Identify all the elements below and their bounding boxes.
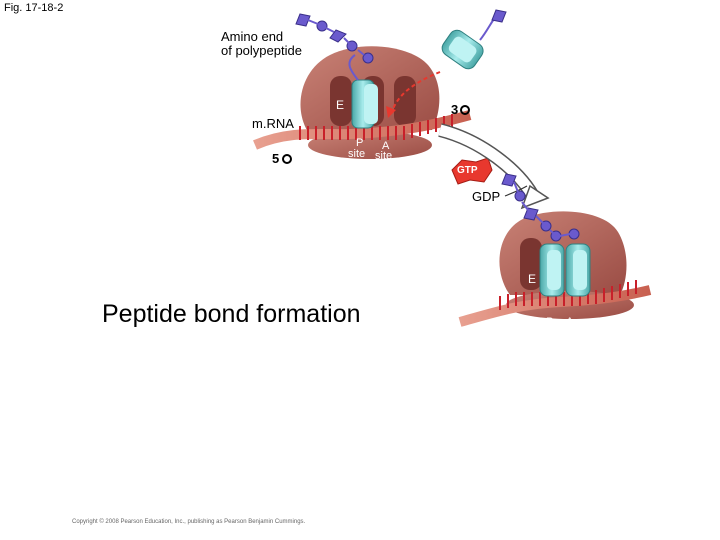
mrna-strand-bottom xyxy=(458,280,652,327)
copyright-text: Copyright © 2008 Pearson Education, Inc.… xyxy=(72,519,306,525)
a-site-word: site xyxy=(375,150,393,162)
p-site-label-bottom: P xyxy=(546,316,554,328)
three-prime-ring xyxy=(460,105,470,115)
mrna-label: m.RNA xyxy=(252,116,294,131)
gdp-label: GDP xyxy=(472,189,501,204)
polypeptide-chain-top xyxy=(295,13,374,64)
five-prime-ring xyxy=(282,154,292,164)
step-title: Peptide bond formation xyxy=(102,300,361,328)
polypeptide-label: of polypeptide xyxy=(221,43,302,58)
five-prime-label: 5 xyxy=(272,151,280,166)
a-site-letter: A xyxy=(382,140,390,152)
e-site-label-top: E xyxy=(336,98,345,112)
p-site-letter: P xyxy=(356,137,364,149)
e-site-label-bottom: E xyxy=(528,272,537,286)
a-site-label-bottom: A xyxy=(566,316,574,328)
p-site-word: site xyxy=(348,148,366,160)
step-arrow xyxy=(438,123,550,210)
incoming-trna xyxy=(441,9,507,70)
trna-top-p-site xyxy=(348,54,378,129)
figure-label: Fig. 17-18-2 xyxy=(4,2,64,14)
trna-bottom-p-site xyxy=(539,243,565,297)
gtp-badge xyxy=(451,157,493,185)
gtp-label: GTP xyxy=(457,165,478,176)
amino-end-label: Amino end xyxy=(221,29,284,44)
mrna-strand-top xyxy=(253,110,472,150)
trna-bottom-a-site xyxy=(565,243,591,297)
transfer-arrowhead xyxy=(386,106,396,118)
peptide-transfer-arrow xyxy=(391,71,441,113)
three-prime-label: 3 xyxy=(451,102,459,117)
polypeptide-chain-bottom xyxy=(501,173,580,242)
